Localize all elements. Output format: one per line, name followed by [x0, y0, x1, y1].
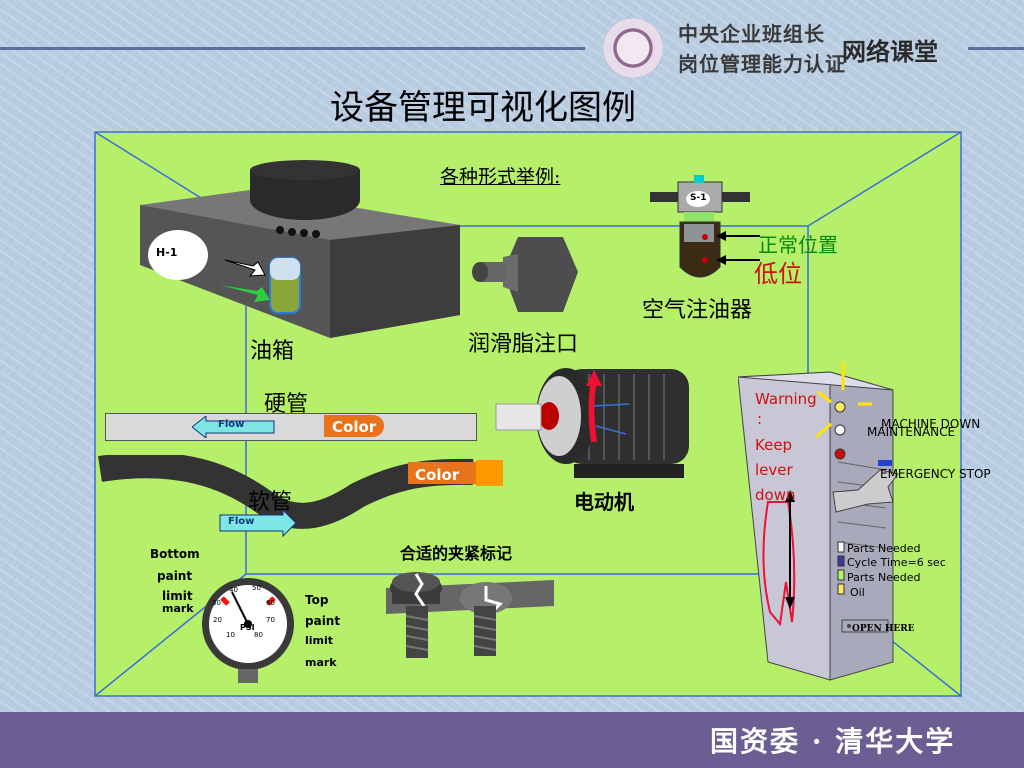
gauge-tick-40: 40	[229, 586, 238, 594]
grease-port-label: 润滑脂注口	[468, 332, 579, 357]
hard-pipe-flow-label: Flow	[218, 419, 245, 430]
header-rule-left	[0, 47, 585, 50]
hard-pipe	[105, 413, 477, 441]
bottom-paint-line1: Bottom	[150, 547, 200, 561]
legend-item-2: Cycle Time=6 sec	[847, 556, 946, 569]
gauge-tick-20: 20	[213, 616, 222, 624]
lubricator-arrows	[716, 231, 760, 265]
top-paint-line2: paint	[305, 614, 341, 628]
hard-pipe-color-tag	[324, 415, 384, 437]
warning-line3: Keep	[755, 436, 793, 454]
motor-illustration	[495, 368, 689, 478]
open-here-label: OPEN HERE	[852, 624, 915, 634]
machine-down-label: MACHINE DOWN	[881, 417, 981, 431]
header-brand: 网络课堂	[842, 37, 938, 66]
gauge-tick-50: 50	[252, 584, 261, 592]
top-paint-line3: limit	[305, 634, 334, 647]
soft-pipe-color-label: Color	[415, 466, 460, 484]
gauge-tick-70: 70	[266, 616, 275, 624]
gauge-tick-60: 60	[266, 599, 275, 607]
page-title: 设备管理可视化图例	[330, 88, 636, 128]
soft-pipe-label: 软管	[248, 490, 293, 515]
pressure-gauge	[202, 578, 294, 683]
hard-pipe-label: 硬管	[264, 392, 309, 417]
warning-line5: down	[755, 486, 796, 504]
soft-pipe	[98, 455, 503, 538]
maintenance-label: MAINTENANCE	[867, 425, 956, 439]
header-line1: 中央企业班组长	[678, 22, 825, 46]
bottom-paint-line2: paint	[157, 569, 193, 583]
oil-tank-illustration	[140, 160, 460, 338]
low-position-label: 低位	[754, 260, 802, 288]
top-paint-line1: Top	[305, 593, 329, 607]
control-cabinet	[738, 362, 899, 681]
header-line2: 岗位管理能力认证	[678, 52, 846, 76]
lubricator-id-label: S-1	[690, 193, 707, 203]
header-rule-right	[968, 47, 1024, 50]
motor-label: 电动机	[574, 490, 634, 514]
bottom-paint-line3: limit	[162, 589, 193, 603]
hard-pipe-color-label: Color	[332, 418, 377, 436]
soft-pipe-flow-label: Flow	[228, 516, 255, 527]
tank-id-label: H-1	[156, 246, 178, 259]
footer-bar	[0, 712, 1024, 768]
hard-pipe-flow-arrow	[192, 416, 275, 438]
gauge-tick-80: 80	[254, 631, 263, 639]
clamp-mark-label: 合适的夹紧标记	[400, 544, 513, 563]
warning-line2: :	[757, 410, 763, 428]
warning-line1: Warning	[755, 390, 817, 408]
legend-item-4: Oil	[850, 586, 865, 599]
footer-text: 国资委 · 清华大学	[710, 725, 956, 758]
air-lubricator-label: 空气注油器	[642, 298, 753, 323]
air-lubricator-illustration	[650, 175, 750, 278]
bottom-paint-line4: mark	[162, 602, 194, 615]
gauge-unit: PSI	[240, 623, 255, 632]
warning-line4: lever	[755, 461, 793, 479]
legend-item-3: Parts Needed	[847, 571, 921, 584]
top-paint-line4: mark	[305, 656, 337, 669]
emergency-stop-label: EMERGENCY STOP	[880, 467, 991, 481]
bolts-illustration	[386, 572, 554, 658]
subtitle: 各种形式举例:	[440, 166, 561, 188]
normal-position-label: 正常位置	[758, 233, 838, 257]
gauge-tick-30: 30	[212, 599, 221, 607]
oil-tank-label: 油箱	[250, 339, 295, 364]
grease-port-illustration	[472, 237, 578, 312]
university-seal-icon	[603, 18, 663, 78]
legend-item-1: Parts Needed	[847, 542, 921, 555]
gauge-tick-10: 10	[226, 631, 235, 639]
